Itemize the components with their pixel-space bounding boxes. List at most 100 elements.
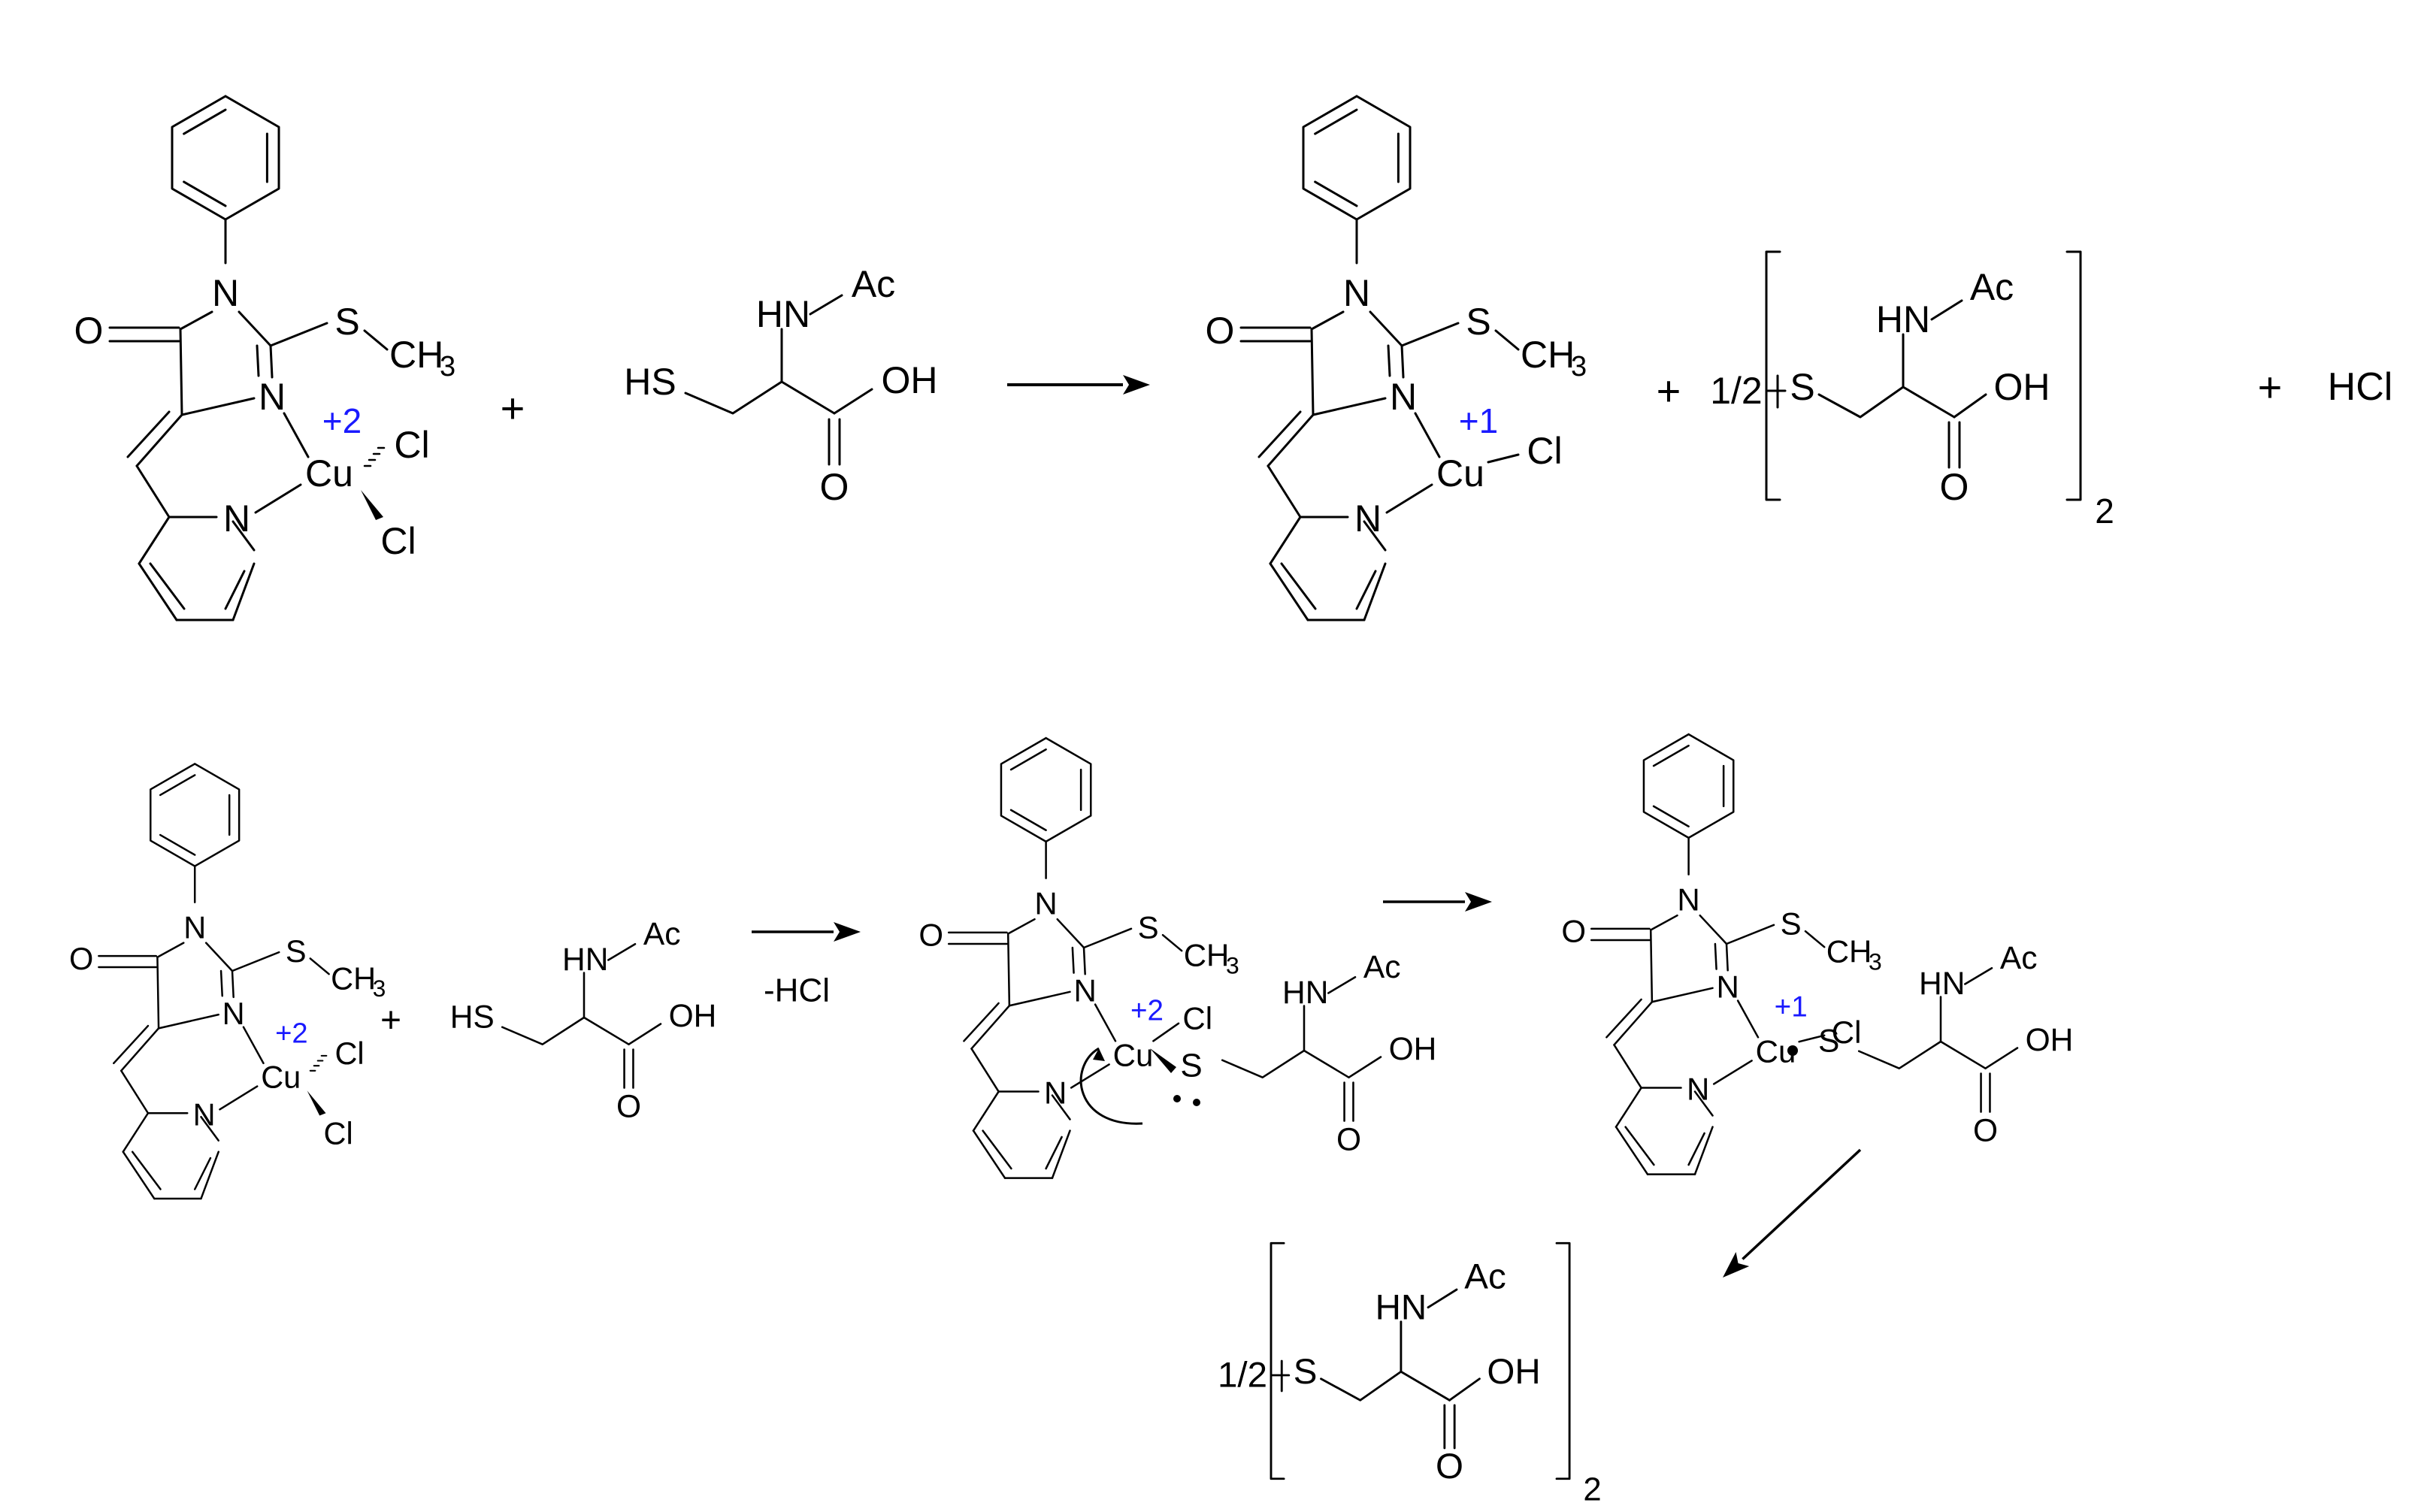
chloride: Cl: [380, 520, 416, 562]
copper-atom: Cu: [1113, 1037, 1154, 1072]
subscript-3: 3: [440, 351, 455, 383]
chloride: Cl: [394, 424, 429, 466]
bond-line: [1269, 516, 1302, 565]
atom-label: S: [1818, 1024, 1839, 1060]
bond-line: [269, 322, 328, 347]
bond-line: [309, 957, 330, 975]
bond-line: [204, 942, 234, 972]
bond-line: [254, 483, 302, 514]
plus-sign: +: [1657, 367, 1681, 415]
bond-line: [135, 413, 183, 467]
arrow-head: [1723, 1251, 1750, 1278]
bond-line: [1094, 1003, 1117, 1042]
bond-line: [256, 344, 260, 377]
plus-sign: +: [2258, 364, 2283, 411]
hcl-loss-label: -HCl: [764, 972, 830, 1009]
radical-dot: [1787, 1045, 1798, 1056]
atom-label: N: [1343, 272, 1370, 314]
bond-line: [1953, 393, 1987, 419]
bracket-subscript-2: 2: [2095, 491, 2114, 531]
atom-label: OH: [1994, 366, 2050, 408]
bond-line: [1257, 410, 1302, 458]
bond-line: [219, 969, 223, 997]
bond-line: [122, 1111, 150, 1153]
bond-line: [1693, 1090, 1714, 1117]
bond-line: [1652, 745, 1690, 767]
bond-line: [1798, 1034, 1826, 1043]
atom-label: CH: [1826, 934, 1872, 969]
bond-line: [1699, 914, 1728, 945]
carbonyl-oxygen: O: [1973, 1114, 1998, 1149]
atom-label: CH: [1184, 938, 1230, 973]
bond-line: [1687, 1132, 1705, 1166]
atom-label: OH: [1389, 1032, 1437, 1067]
carbonyl-oxygen: O: [918, 918, 943, 953]
bond-line: [283, 412, 310, 458]
bond-line: [1712, 1060, 1753, 1085]
bond-line: [1348, 1056, 1382, 1078]
bond-chain: [1642, 733, 1735, 839]
bond-line: [1649, 914, 1678, 931]
bond-chain: [1302, 95, 1412, 221]
atom-label: CH: [331, 960, 376, 996]
carbonyl-oxygen: O: [820, 466, 849, 508]
bond-line: [1082, 927, 1133, 949]
atom-label: HS: [450, 1000, 495, 1036]
atom-label: S: [1466, 301, 1490, 343]
bond-line: [1314, 180, 1358, 207]
bond-line: [1152, 1022, 1180, 1042]
bond-line: [607, 942, 637, 961]
carbonyl-oxygen: O: [1206, 310, 1235, 352]
bond-line: [1267, 413, 1315, 467]
imine-nitrogen: N: [1390, 376, 1417, 418]
copper-atom: Cu: [305, 452, 353, 494]
chloride: Cl: [334, 1036, 364, 1071]
bond-chain: [150, 763, 241, 867]
bond-line: [1624, 1126, 1655, 1166]
chloride: Cl: [1182, 1001, 1212, 1036]
hcl-product: HCl: [2328, 365, 2393, 409]
bond-line: [1725, 942, 1729, 972]
chloride: Cl: [1832, 1015, 1862, 1050]
pyridine-nitrogen: N: [223, 497, 250, 540]
atom-label: S: [286, 933, 307, 969]
oxidation-state-label: +1: [1459, 401, 1498, 440]
bond-line: [1615, 1087, 1642, 1128]
bond-line: [179, 328, 183, 416]
bond-line: [122, 1151, 156, 1200]
wedge-bond: [1150, 1048, 1176, 1073]
atom-label: HN: [1375, 1287, 1427, 1327]
bond-chain: [1817, 386, 1956, 419]
atom-label: OH: [882, 359, 938, 401]
lone-pair-dot: [1173, 1095, 1181, 1102]
plus-sign: +: [501, 385, 525, 432]
bond-chain: [1270, 1241, 1285, 1480]
bond-line: [156, 956, 160, 1030]
bond-line: [1269, 562, 1309, 621]
bond-line: [1400, 344, 1405, 379]
electron-transfer-arrow: [1079, 1047, 1143, 1125]
bond-line: [1615, 1126, 1649, 1175]
bond-chain: [1221, 1049, 1350, 1078]
bond-line: [1494, 329, 1520, 351]
bond-line: [1385, 483, 1433, 514]
bond-line: [1314, 108, 1358, 135]
bond-line: [1649, 929, 1654, 1003]
imine-nitrogen: N: [259, 376, 286, 418]
bond-line: [200, 1115, 219, 1142]
bond-line: [1964, 966, 1993, 985]
bond-line: [1652, 805, 1690, 827]
bond-line: [269, 344, 274, 379]
atom-label: HN: [756, 293, 810, 335]
atom-label: S: [1138, 910, 1159, 945]
bond-line: [135, 464, 171, 519]
lone-pair-dot: [1193, 1099, 1200, 1106]
